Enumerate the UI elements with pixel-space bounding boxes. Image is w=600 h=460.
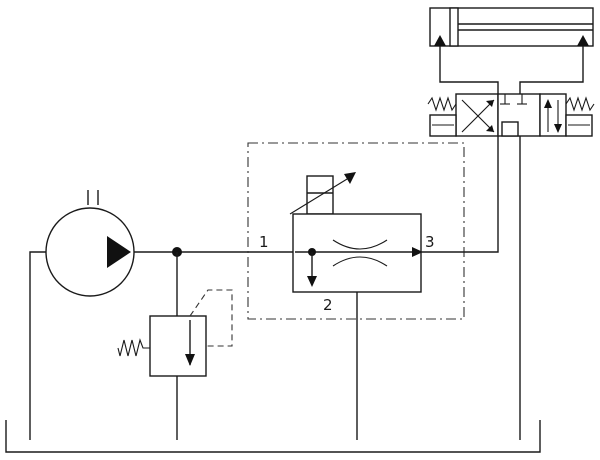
port-3-label: 3 [425,233,435,251]
spring-icon [117,338,150,357]
down-arrow-icon [554,124,562,133]
relief-valve [117,289,233,440]
relief-arrow-icon [185,354,195,366]
directional-valve [427,46,595,440]
cross-arrow-icon [486,100,494,107]
work-line [420,136,499,253]
spring-icon [427,96,457,112]
cylinder [429,7,594,47]
port-2-label: 2 [323,296,333,314]
adjust-arrow-icon [344,172,356,184]
cylinder-port-arrow-icon [434,35,446,46]
up-arrow-icon [544,99,552,108]
pump [29,190,135,440]
flow-arrow-icon [412,247,423,257]
pressure-line [134,247,295,316]
port-1-label: 1 [259,233,269,251]
cross-arrow-icon [486,125,494,132]
spring-icon [565,96,595,112]
tank [5,420,541,453]
flow-control-valve: 1 2 3 [247,142,465,440]
bypass-arrow-icon [307,276,317,287]
cylinder-port-arrow-icon [577,35,589,46]
pump-arrow-icon [107,236,131,268]
